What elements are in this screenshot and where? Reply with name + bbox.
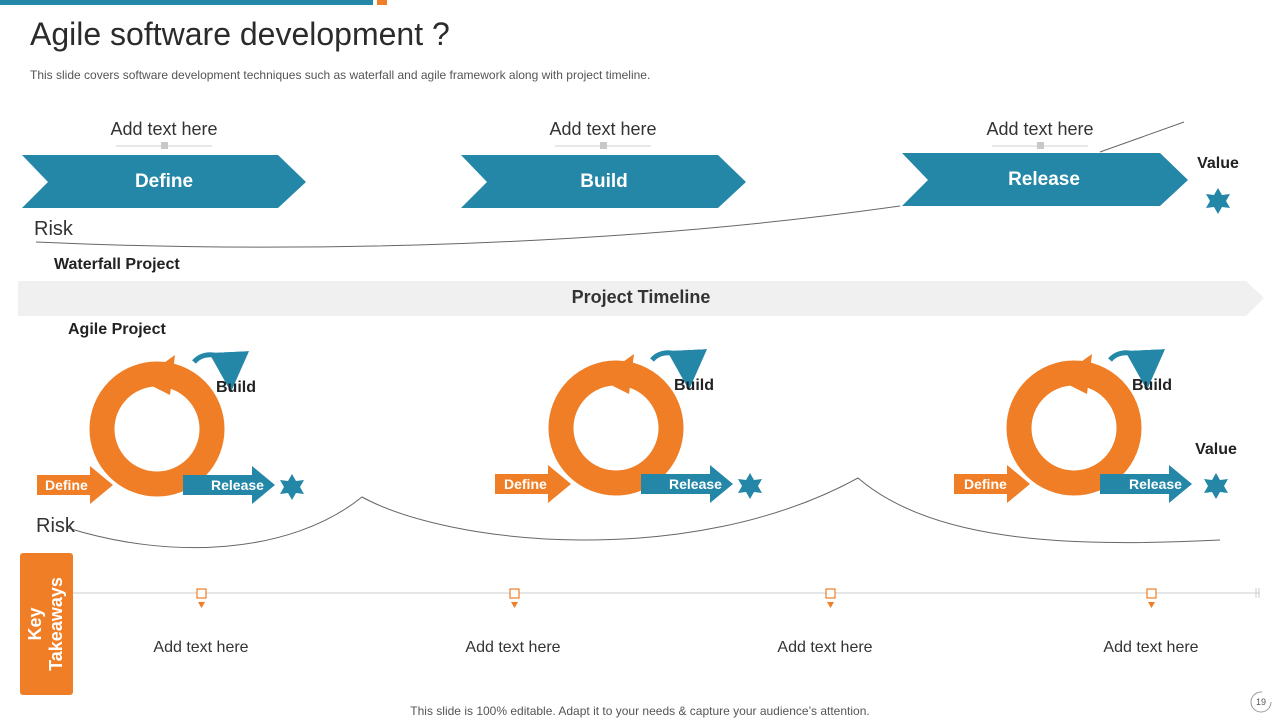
waterfall-caption-define: Add text here xyxy=(110,119,218,139)
takeaway-item-1: Add text here xyxy=(153,639,249,656)
agile-cycle-3-release-label: Release xyxy=(1129,476,1182,492)
agile-cycle-2-release-label: Release xyxy=(669,476,722,492)
agile-cycle-1 xyxy=(37,351,304,504)
waterfall-stage-define-label: Define xyxy=(134,171,194,192)
waterfall-value-label: Value xyxy=(1197,155,1239,172)
takeaway-item-3: Add text here xyxy=(777,639,873,656)
waterfall-stage-release-label: Release xyxy=(1008,169,1080,190)
agile-cycle-1-define-label: Define xyxy=(45,477,88,493)
key-takeaways-tab xyxy=(20,553,73,695)
waterfall-caption-separators xyxy=(116,142,1088,149)
agile-cycle-2 xyxy=(495,349,762,503)
agile-cycle-2-build-label: Build xyxy=(674,377,714,394)
agile-risk-label: Risk xyxy=(36,515,75,537)
project-timeline-label: Project Timeline xyxy=(571,287,711,307)
waterfall-chevron-define xyxy=(22,155,306,208)
waterfall-risk-curve xyxy=(35,121,1185,248)
agile-section-label: Agile Project xyxy=(68,321,166,338)
agile-cycle-1-build-label: Build xyxy=(216,379,256,396)
top-accent-bar-blue xyxy=(0,0,373,5)
waterfall-caption-build: Add text here xyxy=(549,119,657,139)
agile-cycle-3 xyxy=(954,349,1228,503)
agile-cycle-3-define-label: Define xyxy=(964,476,1007,492)
slide-footer: This slide is 100% editable. Adapt it to… xyxy=(410,704,870,718)
takeaway-item-2: Add text here xyxy=(465,639,561,656)
page-number: 19 xyxy=(1255,697,1266,707)
agile-cycle-2-define-label: Define xyxy=(504,476,547,492)
slide-title: Agile software development ? xyxy=(30,16,450,52)
key-takeaways-label: Key Takeaways xyxy=(25,577,66,671)
page-number-icon xyxy=(1250,691,1272,713)
agile-risk-curve xyxy=(67,477,1221,549)
waterfall-caption-release: Add text here xyxy=(986,119,1094,139)
top-accent-bar-orange xyxy=(377,0,387,5)
agile-value-label: Value xyxy=(1195,441,1237,458)
agile-cycle-1-release-label: Release xyxy=(211,477,264,493)
waterfall-chevron-build xyxy=(461,155,746,208)
waterfall-section-label: Waterfall Project xyxy=(54,256,180,273)
takeaway-item-4: Add text here xyxy=(1103,639,1199,656)
waterfall-chevron-release xyxy=(902,153,1188,206)
key-takeaways-timeline xyxy=(73,588,1260,608)
waterfall-risk-label: Risk xyxy=(34,218,73,240)
agile-cycle-3-build-label: Build xyxy=(1132,377,1172,394)
project-timeline-band xyxy=(18,281,1264,316)
waterfall-stage-build-label: Build xyxy=(580,171,628,192)
waterfall-value-icon xyxy=(1206,188,1230,214)
slide-subtitle: This slide covers software development t… xyxy=(30,68,651,82)
